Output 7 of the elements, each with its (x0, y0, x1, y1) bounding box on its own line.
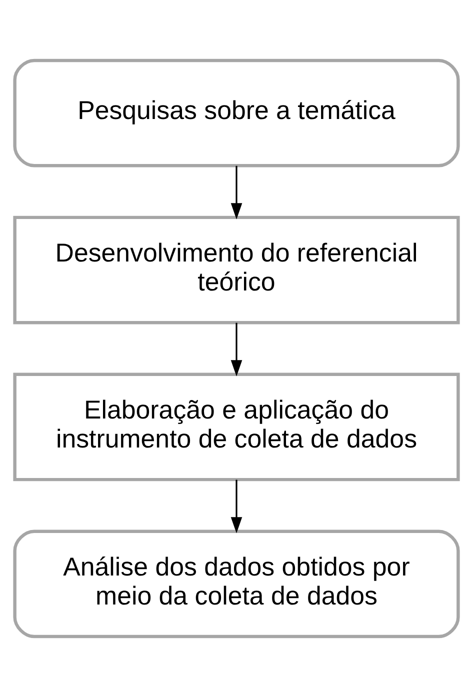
arrow (230, 322, 242, 376)
node-box: Desenvolvimento do referencial teórico (13, 216, 460, 324)
node-box: Pesquisas sobre a temática (13, 58, 460, 168)
node-box: Análise dos dados obtidos por meio da coleta de dados (13, 530, 460, 638)
arrow (230, 166, 242, 220)
arrow (230, 480, 242, 534)
node-box: Elaboração e aplicação do instrumento de coleta de dados (13, 372, 460, 482)
